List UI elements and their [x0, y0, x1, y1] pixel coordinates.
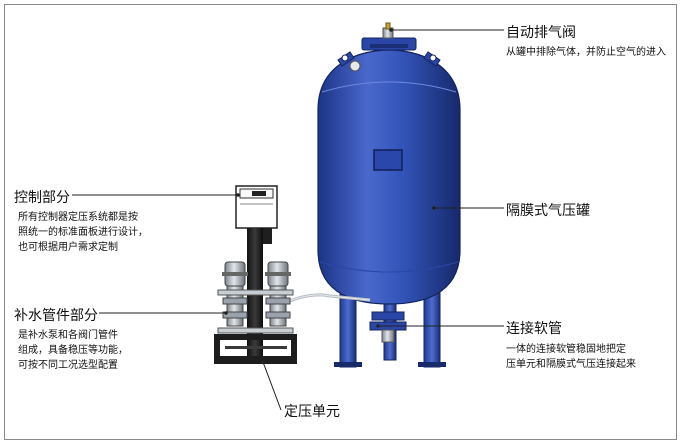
hose-desc: 一体的连接软管稳固地把定 压单元和隔膜式气压连接起来: [506, 342, 636, 372]
hose-desc-line: 压单元和隔膜式气压连接起来: [506, 359, 636, 370]
control-desc-line: 照统一的标准面板进行设计，: [18, 227, 148, 238]
pipe-title: 补水管件部分: [14, 308, 98, 324]
control-desc: 所有控制器定压系统都是按 照统一的标准面板进行设计， 也可根据用户需求定制: [18, 210, 148, 255]
tank-title: 隔膜式气压罐: [506, 203, 590, 219]
booster-pump-right: [265, 261, 291, 327]
booster-pump-left: [222, 261, 248, 327]
pipe-desc-line: 是补水泵和各阀门管件: [18, 330, 118, 341]
tank-bottom-flange: [369, 311, 407, 343]
control-desc-line: 也可根据用户需求定制: [18, 242, 118, 253]
manifold-pipe: [217, 289, 294, 296]
auto-vent-desc: 从罐中排除气体，并防止空气的进入: [506, 47, 666, 58]
control-title: 控制部分: [14, 190, 70, 206]
control-box: [235, 185, 278, 244]
hose-title: 连接软管: [506, 321, 562, 337]
leader-lines: [72, 29, 504, 411]
hose-desc-line: 一体的连接软管稳固地把定: [506, 344, 626, 355]
pipe-desc-line: 组成，具备稳压等功能，: [18, 345, 128, 356]
diaphragm-pressure-tank: [317, 22, 461, 305]
auto-vent-title: 自动排气阀: [506, 25, 576, 41]
diagram-border: [4, 4, 677, 440]
pipe-desc-line: 可按不同工况选型配置: [18, 360, 118, 371]
control-desc-line: 所有控制器定压系统都是按: [18, 212, 138, 223]
unit-title: 定压单元: [284, 404, 340, 420]
base-frame: [214, 334, 297, 364]
pipe-desc: 是补水泵和各阀门管件 组成，具备稳压等功能， 可按不同工况选型配置: [18, 328, 128, 373]
